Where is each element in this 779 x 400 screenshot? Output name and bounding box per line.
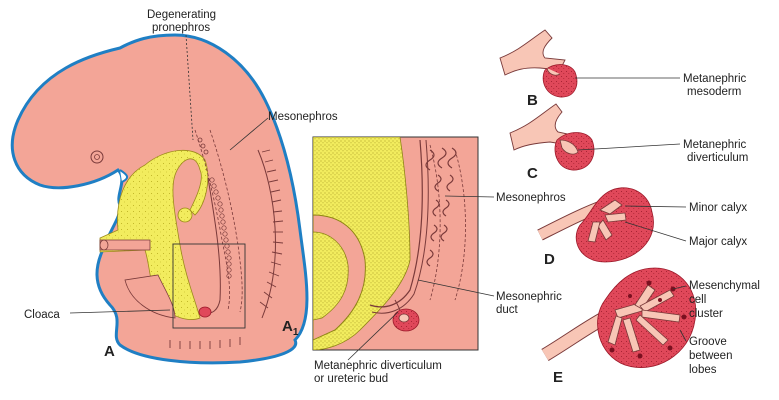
label-metanephric-div-1: Metanephric diverticulum [314,360,442,372]
label-mesonephros-main: Mesonephros [268,111,338,123]
metanephros-small [199,307,211,317]
label-mesenchymal-1: Mesenchymal [689,280,760,292]
stage-e [545,268,696,368]
label-degenerating: Degenerating [147,9,216,21]
label-duct: duct [496,304,519,316]
label-metanephric-mesoderm-2: mesoderm [687,86,741,98]
panel-label-d: D [544,251,555,268]
panel-label-e: E [553,369,563,386]
label-metanephric-diverticulum-2: diverticulum [687,152,748,164]
label-groove-3: lobes [689,364,717,376]
label-minor-calyx: Minor calyx [689,202,747,214]
label-mesenchymal-3: cluster [689,308,723,320]
panel-label-c: C [527,165,538,182]
inset-a1 [313,137,478,350]
stage-c [510,104,594,170]
label-metanephric-mesoderm-1: Metanephric [683,73,747,85]
label-mesonephros-inset: Mesonephros [496,192,566,204]
label-groove-1: Groove [689,336,727,348]
label-metanephric-div-2: or ureteric bud [314,373,388,385]
stage-b [500,30,577,97]
panel-label-b: B [527,92,538,109]
label-major-calyx: Major calyx [689,236,747,248]
label-metanephric-diverticulum-1: Metanephric [683,139,747,151]
label-mesonephric: Mesonephric [496,291,562,303]
label-cloaca: Cloaca [24,309,60,321]
label-groove-2: between [689,350,732,362]
label-mesenchymal-2: cell [689,294,706,306]
label-pronephros: pronephros [152,22,210,34]
panel-label-a: A [104,343,115,360]
